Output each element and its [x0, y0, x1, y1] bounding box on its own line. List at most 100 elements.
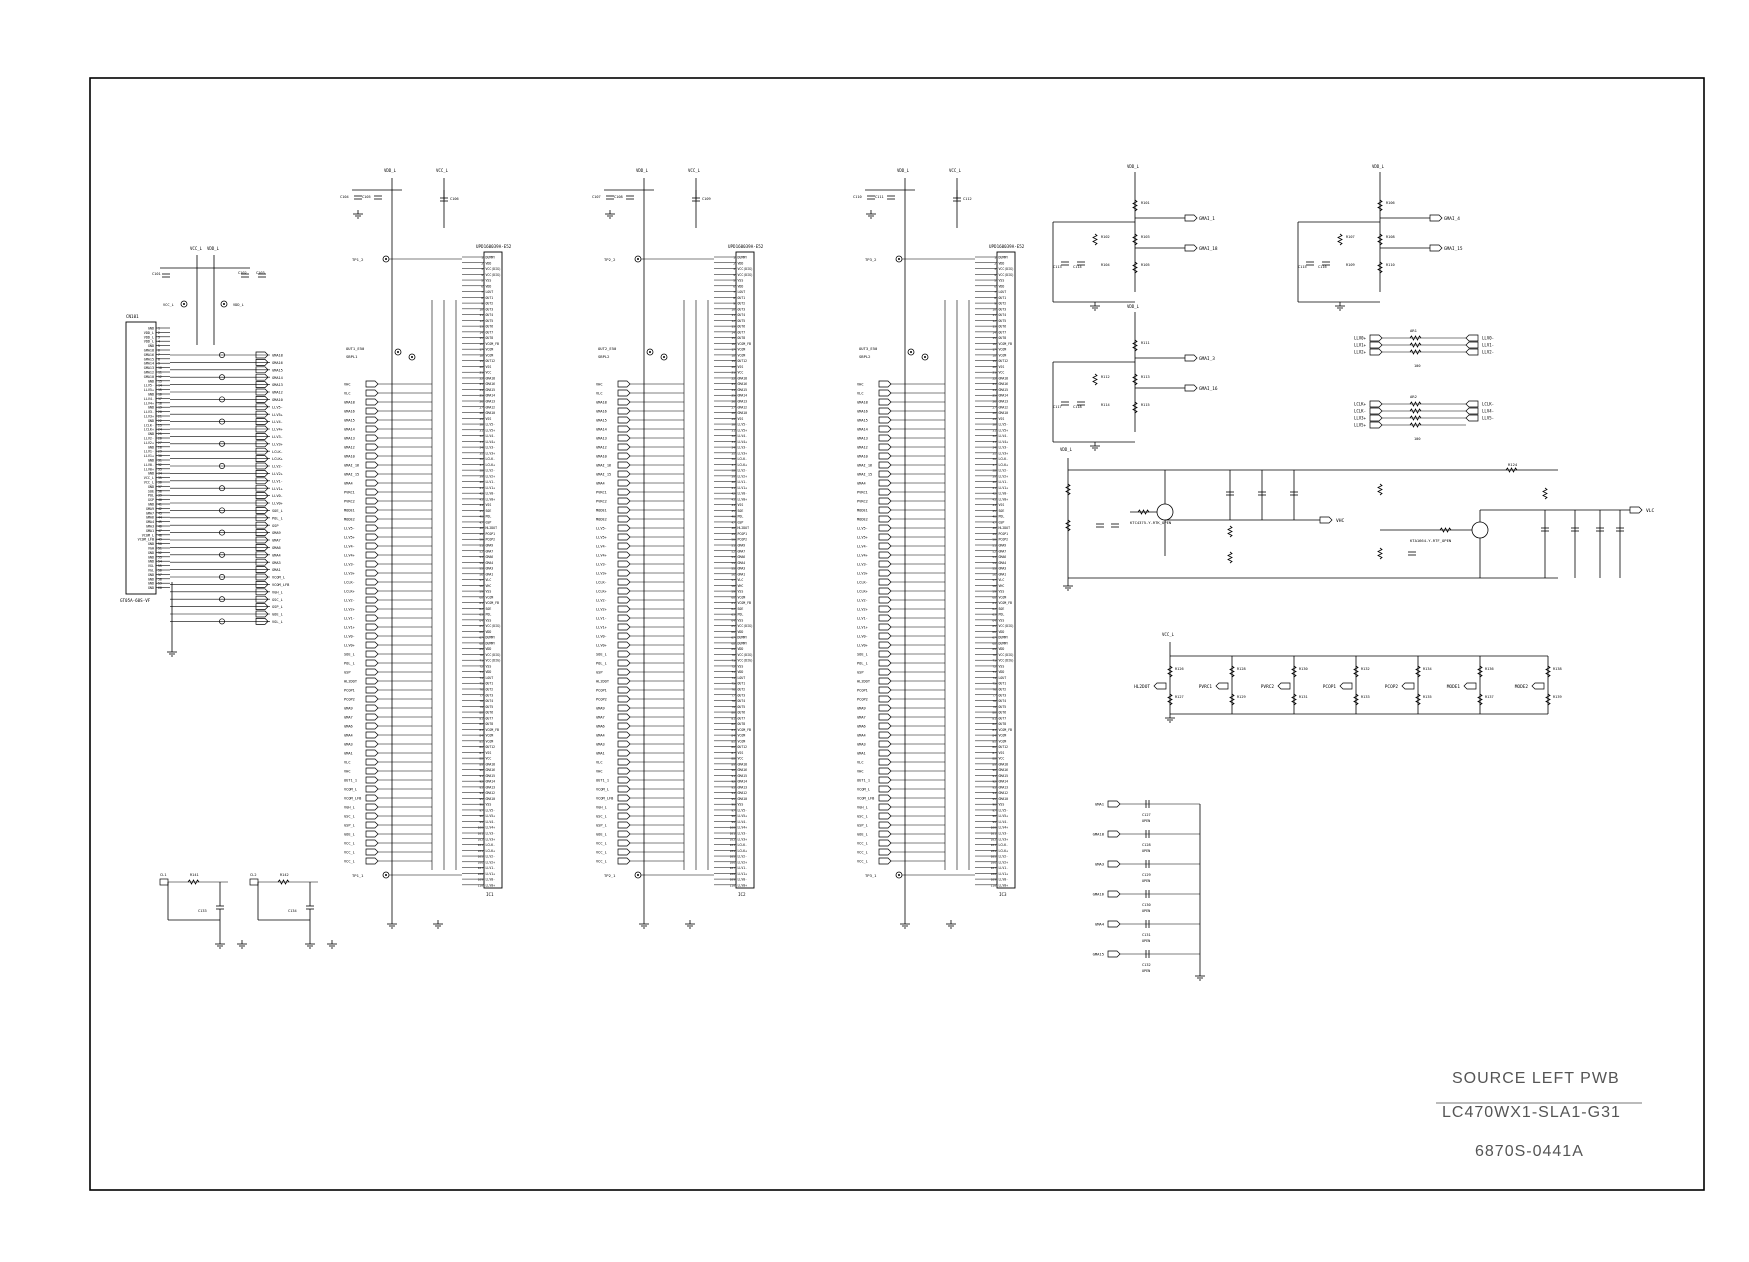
- connector-pin-label: LLV4+: [144, 401, 154, 405]
- driver-pin-label: LLV3-: [738, 832, 748, 836]
- driver-pin-label: OUT2: [999, 302, 1007, 306]
- net-label: C105: [362, 195, 371, 199]
- connector-pin-number: 14: [158, 384, 162, 388]
- resistor: [1337, 233, 1343, 246]
- connector-pin-label: LLV2+: [144, 441, 154, 445]
- driver-pin-label: LLV2+: [999, 474, 1009, 478]
- driver-pin-label: DUMMY: [999, 636, 1009, 640]
- driver-pin-label: LLV2-: [738, 855, 748, 859]
- bypass-net-label: GMA1: [1095, 802, 1105, 807]
- driver-pin-number: 58: [992, 584, 996, 588]
- port-flag: [878, 434, 892, 442]
- driver-input-label: GMA1: [596, 752, 605, 756]
- resistor: [1065, 483, 1071, 496]
- driver-ic-ref: IC3: [999, 892, 1007, 897]
- driver-input-label: VCOM_L: [596, 788, 609, 792]
- port-flag: [255, 529, 269, 536]
- port-flag: [878, 443, 892, 451]
- driver-pin-label: LLV1+: [999, 486, 1009, 490]
- driver-pin-number: 104: [991, 849, 997, 853]
- connector-pin-label: GMA9: [146, 507, 154, 511]
- resistor: [1132, 199, 1138, 212]
- driver-pin-number: 79: [731, 705, 735, 709]
- power-label: VDD_L: [897, 168, 910, 173]
- connector-pin-number: 25: [158, 432, 162, 436]
- regulator-output-label: VLC: [1646, 508, 1655, 514]
- transistor-q1-part: KTC4375-Y-RTK_OPEN: [1130, 520, 1172, 525]
- driver-pin-number: 20: [731, 365, 735, 369]
- connector-pin-number: 39: [158, 494, 162, 498]
- driver-pin-number: 90: [479, 768, 483, 772]
- connector-pin-label: GND: [148, 586, 154, 590]
- connector-pin-label: GMA3: [146, 525, 154, 529]
- driver-pin-number: 86: [992, 745, 996, 749]
- driver-pin-number: 101: [478, 832, 484, 836]
- driver-pin-number: 23: [731, 382, 735, 386]
- driver-pin-label: VCC: [738, 757, 744, 761]
- driver-pin-number: 107: [478, 866, 484, 870]
- sheet-border: [89, 77, 1705, 1191]
- connector-pin-label: LLV0-: [144, 463, 154, 467]
- driver-pin-number: 19: [731, 359, 735, 363]
- connector-pin-number: 38: [158, 489, 162, 493]
- driver-pin-label: GMA3: [999, 567, 1007, 571]
- port-flag: [878, 614, 892, 622]
- driver-pin-label: LCLK-: [738, 843, 748, 847]
- driver-pin-label: SOE: [999, 607, 1005, 611]
- driver-pin-number: 88: [992, 757, 996, 761]
- driver-pin-label: OUT12: [738, 359, 748, 363]
- connector-output-label: GSP: [272, 524, 279, 528]
- driver-pin-number: 81: [731, 716, 735, 720]
- driver-pin-number: 22: [992, 376, 996, 380]
- driver-pin-label: LLV0+: [738, 497, 748, 501]
- termination-networks: AR1LLV0+LLV1+LLV2+LLV0-LLV1-LLV2-100AR2L…: [1354, 328, 1494, 441]
- driver-pin-number: 107: [991, 866, 997, 870]
- connector-pin-number: 44: [158, 516, 162, 520]
- clip-pad: [249, 878, 259, 886]
- driver-pin-number: 13: [731, 325, 735, 329]
- connector-pin-label: LLV3+: [144, 415, 154, 419]
- resistor: [1477, 665, 1483, 678]
- driver-pin-number: 63: [731, 613, 735, 617]
- port-flag: [617, 479, 631, 487]
- driver-pin-label: LLV5-: [486, 423, 496, 427]
- driver-pin-label: OUT7: [486, 330, 494, 334]
- connector-output-label: GMA3: [272, 561, 281, 565]
- driver-pin-number: 73: [731, 670, 735, 674]
- driver-input-label: LLV0-: [596, 635, 607, 639]
- port-flag: [878, 506, 892, 514]
- driver-pin-label: VSS: [486, 590, 492, 594]
- driver-pin-label: HL2DOT: [999, 526, 1011, 530]
- test-point: [180, 300, 188, 308]
- driver-pin-number: 65: [731, 624, 735, 628]
- port-flag: [365, 470, 379, 478]
- driver-input-label: SOE_L: [344, 653, 355, 657]
- port-flag: [1369, 334, 1383, 342]
- driver-pin-label: GMA16: [738, 382, 748, 386]
- driver-pin-number: 84: [731, 734, 735, 738]
- driver-pin-number: 97: [992, 808, 996, 812]
- driver-pin-number: 82: [731, 722, 735, 726]
- driver-pin-number: 46: [731, 515, 735, 519]
- driver-pin-number: 41: [731, 486, 735, 490]
- driver-pin-label: VSS: [999, 618, 1005, 622]
- net-label: VDD_L: [233, 303, 244, 307]
- driver-pin-label: VCOM_FB: [999, 728, 1013, 732]
- driver-pin-number: 4: [481, 273, 483, 277]
- resistor: [1409, 408, 1422, 414]
- driver-input-label: LLV1+: [596, 626, 608, 630]
- driver-input-label: PVRC1: [857, 491, 868, 495]
- driver-pin-number: 56: [992, 572, 996, 576]
- driver-pin-number: 46: [479, 515, 483, 519]
- driver-input-label: PCOP2: [857, 698, 868, 702]
- driver-pin-number: 89: [731, 762, 735, 766]
- driver-pin-label: OUT4: [738, 313, 746, 317]
- driver-input-label: PVRC2: [344, 500, 355, 504]
- driver-pin-label: GMA3: [486, 567, 494, 571]
- driver-pin-label: VCC(DIG): [738, 653, 753, 657]
- connector-pin-number: 50: [158, 542, 162, 546]
- driver-input-label: GOE_L: [344, 833, 355, 837]
- bypass-cap-value: OPEN: [1142, 849, 1150, 853]
- driver-pin-label: VDD: [738, 284, 744, 288]
- driver-pin-label: LLV1+: [999, 872, 1009, 876]
